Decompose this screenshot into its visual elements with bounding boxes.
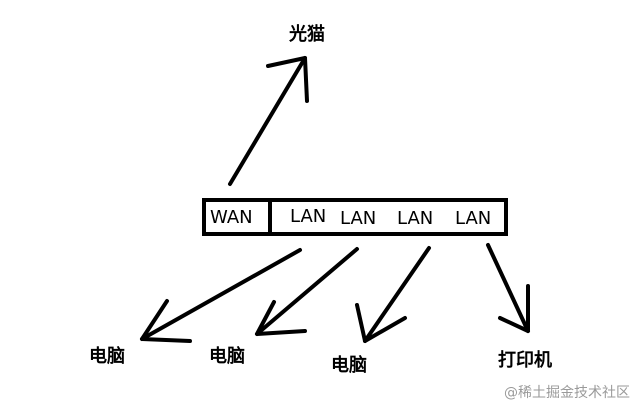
port-lan-2-label: LAN	[340, 208, 377, 229]
arrow-lan1-to-computer-1	[140, 248, 302, 343]
arrow-wan-to-modem	[228, 56, 309, 186]
computer-2-label: 电脑	[209, 346, 245, 367]
port-wan-label: WAN	[210, 207, 253, 228]
watermark: @稀土掘金技术社区	[504, 385, 630, 401]
router-box	[202, 198, 508, 236]
printer-label: 打印机	[498, 350, 552, 371]
arrow-lan2-to-computer-2	[255, 247, 359, 336]
router-divider	[268, 198, 272, 236]
computer-1-label: 电脑	[89, 346, 125, 367]
arrow-lan3-to-computer-3	[355, 246, 431, 343]
port-lan-1-label: LAN	[290, 206, 327, 227]
arrow-lan4-to-printer	[486, 243, 530, 333]
port-lan-4-label: LAN	[455, 208, 492, 229]
computer-3-label: 电脑	[331, 355, 367, 376]
modem-label: 光猫	[289, 24, 325, 45]
port-lan-3-label: LAN	[397, 208, 434, 229]
